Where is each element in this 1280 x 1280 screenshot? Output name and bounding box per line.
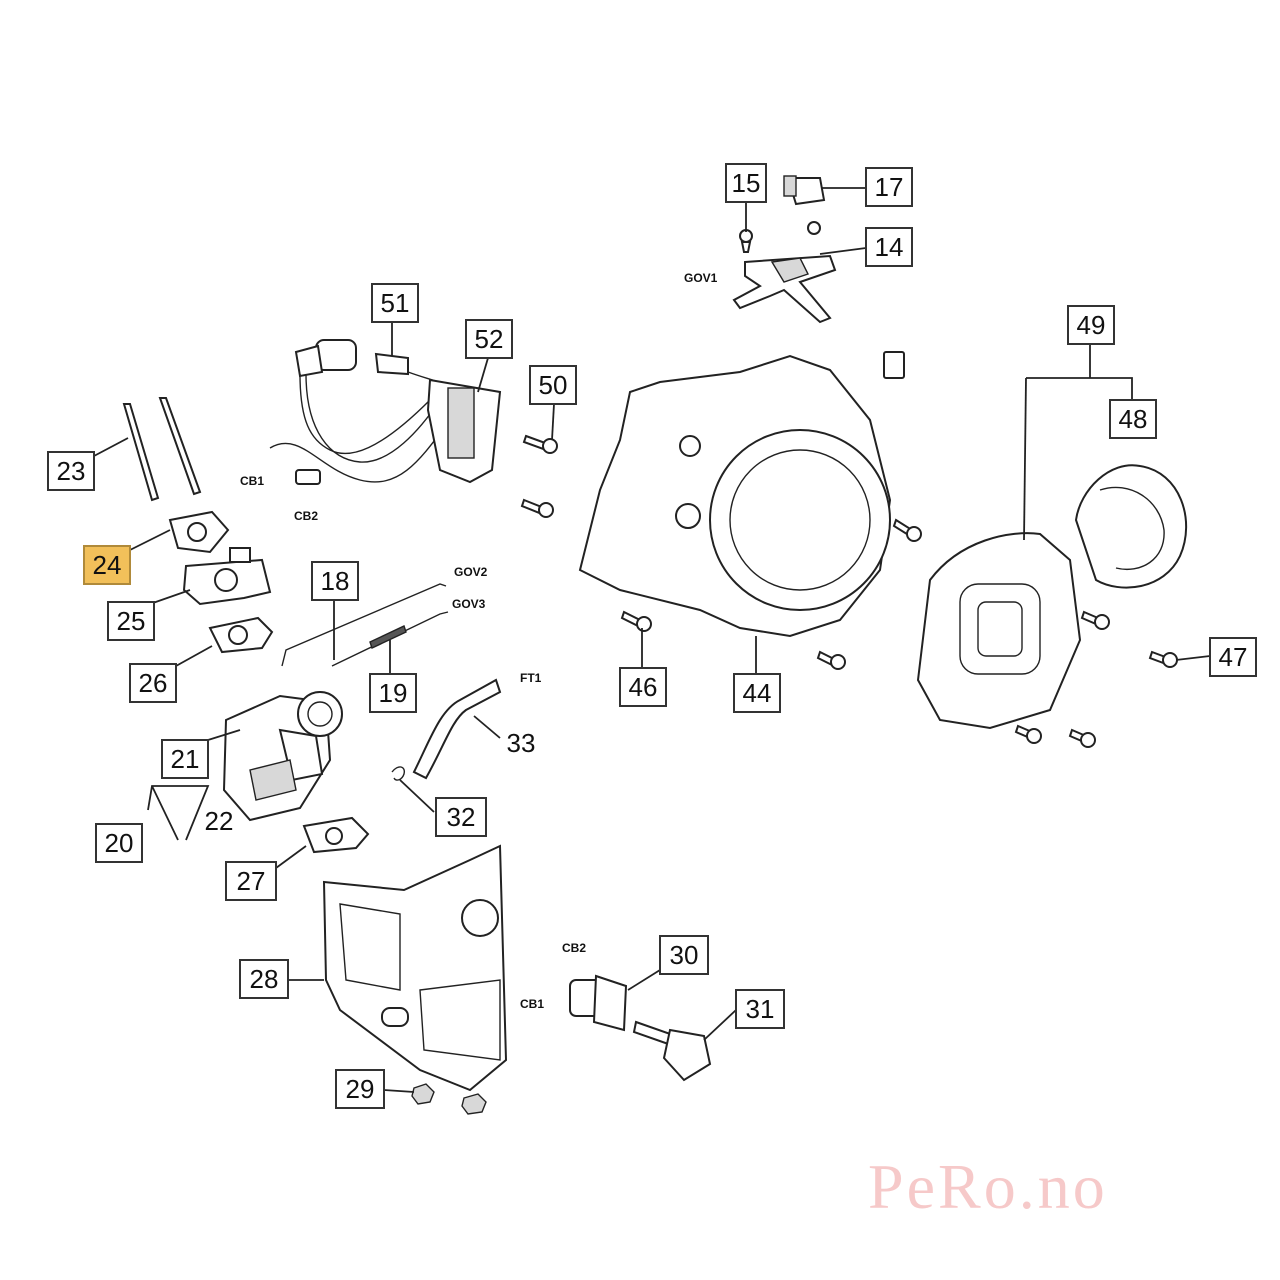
callout-18-label: 18 xyxy=(321,566,350,596)
callout-14-label: 14 xyxy=(875,232,904,262)
callout-46-label: 46 xyxy=(629,672,658,702)
callout-21: 21 xyxy=(161,739,209,779)
callout-51-label: 51 xyxy=(381,288,410,318)
callout-23-label: 23 xyxy=(57,456,86,486)
callout-49: 49 xyxy=(1067,305,1115,345)
callout-19: 19 xyxy=(369,673,417,713)
callout-15-label: 15 xyxy=(732,168,761,198)
callout-47-label: 47 xyxy=(1219,642,1248,672)
callout-32: 32 xyxy=(435,797,487,837)
callout-23: 23 xyxy=(47,451,95,491)
callout-50: 50 xyxy=(529,365,577,405)
callout-48: 48 xyxy=(1109,399,1157,439)
callout-50-label: 50 xyxy=(539,370,568,400)
stud-bolts-part xyxy=(122,397,202,502)
governor-rods-part xyxy=(281,583,449,667)
callout-30-label: 30 xyxy=(670,940,699,970)
gasket-26-part xyxy=(208,616,274,654)
leader-lines xyxy=(93,187,1211,1093)
callout-46: 46 xyxy=(619,667,667,707)
nuts-part xyxy=(411,1083,487,1115)
connector-ft1: FT1 xyxy=(520,671,542,685)
callout-18: 18 xyxy=(311,561,359,601)
callout-22-label: 22 xyxy=(205,806,234,836)
callout-14: 14 xyxy=(865,227,913,267)
recoil-starter-part xyxy=(916,464,1188,730)
callout-28-label: 28 xyxy=(250,964,279,994)
callout-51: 51 xyxy=(371,283,419,323)
callout-31: 31 xyxy=(735,989,785,1029)
carburetor-part xyxy=(222,691,343,822)
callout-52: 52 xyxy=(465,319,513,359)
callout-17: 17 xyxy=(865,167,913,207)
blower-housing-part xyxy=(578,351,905,638)
callout-27: 27 xyxy=(225,861,277,901)
callout-32-label: 32 xyxy=(447,802,476,832)
callout-17-label: 17 xyxy=(875,172,904,202)
connector-cb1-switch: CB1 xyxy=(520,997,544,1011)
fuel-hose-part xyxy=(391,678,502,781)
connector-gov3: GOV3 xyxy=(452,597,486,611)
callout-29-label: 29 xyxy=(346,1074,375,1104)
screws-part xyxy=(520,434,1178,748)
callout-15: 15 xyxy=(725,163,767,203)
callout-30: 30 xyxy=(659,935,709,975)
callout-27-label: 27 xyxy=(237,866,266,896)
callout-24-label: 24 xyxy=(93,550,122,580)
callout-25: 25 xyxy=(107,601,155,641)
callout-20: 20 xyxy=(95,823,143,863)
callout-26: 26 xyxy=(129,663,177,703)
control-panel-part xyxy=(322,844,508,1092)
callout-24: 24 xyxy=(83,545,131,585)
callout-22: 22 xyxy=(205,806,234,836)
ignition-key-part xyxy=(632,1020,712,1082)
callout-49-label: 49 xyxy=(1077,310,1106,340)
callout-26-label: 26 xyxy=(139,668,168,698)
gasket-24-part xyxy=(168,510,230,554)
watermark: PeRo.no xyxy=(868,1151,1108,1222)
callout-19-label: 19 xyxy=(379,678,408,708)
ignition-coil-part xyxy=(269,339,502,485)
callout-20-label: 20 xyxy=(105,828,134,858)
gasket-27-part xyxy=(302,816,370,854)
callout-48-label: 48 xyxy=(1119,404,1148,434)
callout-21-label: 21 xyxy=(171,744,200,774)
insulator-25-part xyxy=(182,547,272,606)
callout-44: 44 xyxy=(733,673,781,713)
connector-labels: GOV1 CB1 CB2 GOV2 GOV3 FT1 CB2 CB1 xyxy=(240,271,718,1011)
connector-cb2-switch: CB2 xyxy=(562,941,586,955)
ignition-switch-part xyxy=(569,974,628,1032)
callout-33-label: 33 xyxy=(507,728,536,758)
callout-52-label: 52 xyxy=(475,324,504,354)
connector-cb2-coil: CB2 xyxy=(294,509,318,523)
callout-29: 29 xyxy=(335,1069,385,1109)
callout-47: 47 xyxy=(1209,637,1257,677)
connector-gov1: GOV1 xyxy=(684,271,718,285)
callout-28: 28 xyxy=(239,959,289,999)
callout-44-label: 44 xyxy=(743,678,772,708)
callout-33: 33 xyxy=(507,728,536,758)
connector-cb1-coil: CB1 xyxy=(240,474,264,488)
callout-31-label: 31 xyxy=(746,994,775,1024)
connector-gov2: GOV2 xyxy=(454,565,488,579)
governor-bracket-part xyxy=(732,175,837,324)
callout-25-label: 25 xyxy=(117,606,146,636)
